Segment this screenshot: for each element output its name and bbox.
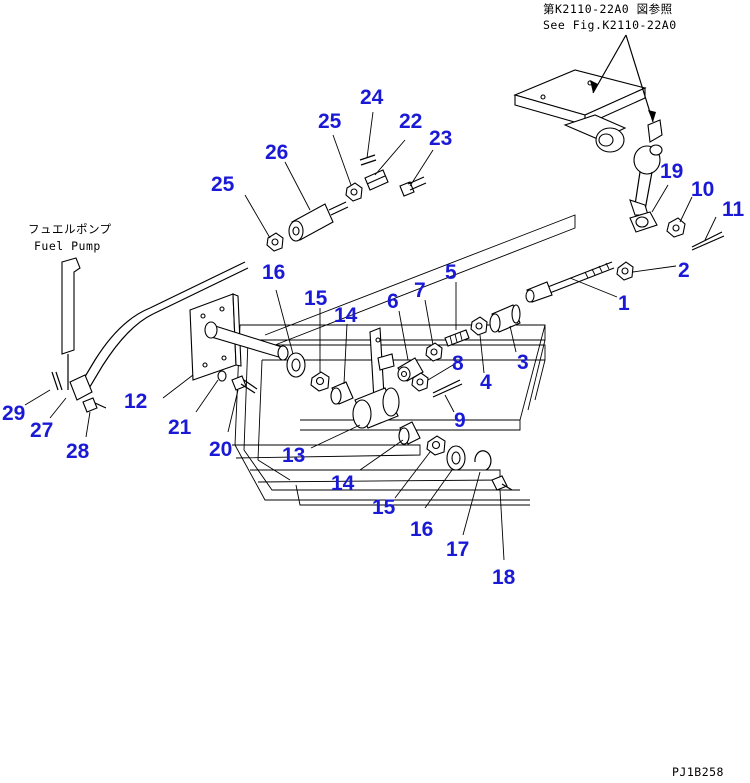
callout-20: 20 bbox=[209, 438, 232, 461]
callout-28: 28 bbox=[66, 440, 90, 463]
fuel-pump-jp: フュエルポンプ bbox=[28, 222, 112, 236]
part-9-cotter-pin bbox=[432, 379, 463, 398]
callout-18: 18 bbox=[492, 566, 516, 589]
callout-1: 1 bbox=[618, 292, 630, 315]
callout-8: 8 bbox=[452, 352, 464, 375]
callout-25-lower: 25 bbox=[211, 173, 235, 196]
part-14-bushing-upper bbox=[330, 381, 354, 405]
callout-15-lower: 15 bbox=[372, 496, 396, 519]
callout-17: 17 bbox=[446, 538, 469, 561]
callout-26: 26 bbox=[265, 141, 288, 164]
part-5-stud bbox=[444, 329, 470, 347]
callout-14-upper: 14 bbox=[334, 304, 358, 327]
callout-27: 27 bbox=[30, 419, 53, 442]
callout-4: 4 bbox=[480, 371, 492, 394]
callout-23: 23 bbox=[429, 127, 452, 150]
part-16-washer-lower bbox=[446, 445, 466, 471]
callout-22: 22 bbox=[399, 110, 422, 133]
ref-arrow-head-2 bbox=[648, 110, 656, 122]
callout-5: 5 bbox=[445, 261, 457, 284]
callout-25-upper: 25 bbox=[318, 110, 342, 133]
part-10-nut bbox=[666, 217, 686, 238]
callout-16-upper: 16 bbox=[262, 261, 285, 284]
callout-13: 13 bbox=[282, 444, 305, 467]
part-12-bracket-plate bbox=[189, 293, 289, 381]
callout-12: 12 bbox=[124, 390, 147, 413]
ref-arrow-line-2 bbox=[625, 34, 654, 123]
part-24-pin bbox=[359, 154, 377, 166]
part-13-pivot-boss bbox=[352, 387, 400, 429]
callout-24: 24 bbox=[360, 86, 384, 109]
leader-lines bbox=[24, 111, 717, 561]
callout-2: 2 bbox=[678, 259, 690, 282]
part-23-bolt bbox=[399, 176, 427, 197]
part-25-nut-lower bbox=[266, 232, 284, 252]
callout-15-upper: 15 bbox=[304, 287, 328, 310]
callout-9: 9 bbox=[454, 409, 466, 432]
callout-3: 3 bbox=[517, 351, 529, 374]
callout-19: 19 bbox=[660, 160, 683, 183]
part-3-sleeve bbox=[489, 304, 521, 333]
part-29-cotter-pin bbox=[51, 371, 63, 391]
part-27-fuel-pump-lever bbox=[61, 257, 93, 401]
ref-arrow-line-1 bbox=[592, 34, 627, 94]
callout-11: 11 bbox=[722, 198, 745, 221]
part-15-nut-upper bbox=[310, 371, 330, 392]
part-8-nut bbox=[411, 372, 429, 392]
callout-21: 21 bbox=[168, 416, 192, 439]
part-25-nut-upper bbox=[345, 182, 363, 202]
part-2-nut bbox=[616, 261, 634, 281]
fuel-pump-en: Fuel Pump bbox=[34, 239, 101, 253]
part-16-washer-upper bbox=[286, 352, 306, 378]
part-18-bolt bbox=[491, 475, 513, 491]
part-15-nut-lower bbox=[426, 435, 446, 456]
ref-arrow-head-1 bbox=[590, 80, 598, 93]
part-20-bolt bbox=[231, 375, 258, 394]
callout-7: 7 bbox=[414, 279, 426, 302]
part-4-nut bbox=[470, 316, 488, 336]
callout-29: 29 bbox=[2, 402, 25, 425]
part-26-rod-end bbox=[288, 201, 349, 242]
part-7-nut bbox=[425, 342, 443, 362]
part-21-washer bbox=[217, 370, 227, 382]
see-fig-en: See Fig.K2110-22A0 bbox=[543, 18, 677, 32]
part-28-pin bbox=[82, 397, 107, 413]
part-17-snap-ring bbox=[474, 450, 492, 471]
callout-16-lower: 16 bbox=[410, 518, 433, 541]
drawing-code: PJ1B258 bbox=[672, 765, 724, 779]
pedal-bracket bbox=[513, 69, 663, 216]
lever-arm bbox=[369, 327, 395, 401]
callout-14-lower: 14 bbox=[331, 472, 355, 495]
fuel-pump-rod bbox=[79, 261, 249, 391]
part-14-bushing-lower bbox=[398, 421, 421, 445]
part-11-cotter-pin bbox=[691, 231, 725, 251]
part-19-joint bbox=[629, 211, 658, 233]
see-fig-jp: 第K2110-22A0 図参照 bbox=[543, 2, 673, 16]
callout-10: 10 bbox=[691, 178, 714, 201]
callout-6: 6 bbox=[387, 290, 399, 313]
part-1-rod bbox=[525, 261, 615, 303]
